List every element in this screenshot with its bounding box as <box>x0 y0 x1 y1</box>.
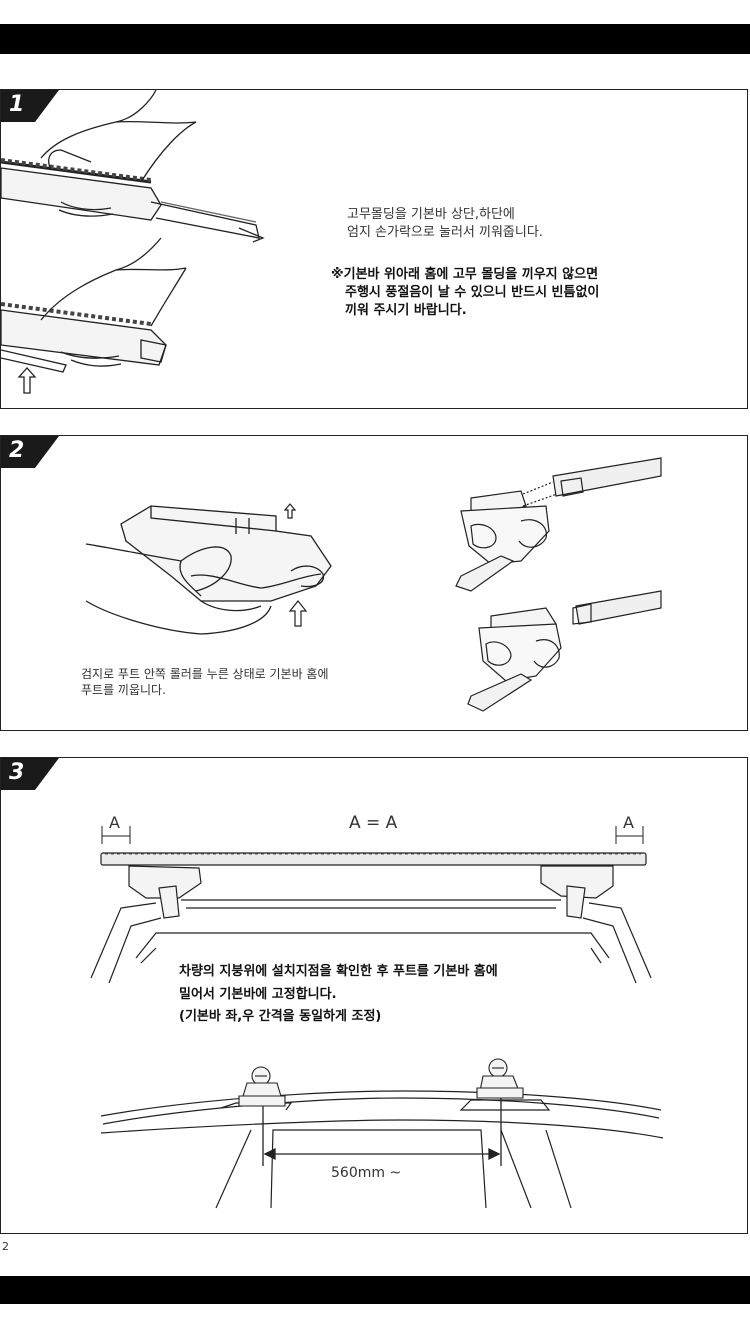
step-1-warning-line-2: 주행시 풍절음이 날 수 있으니 반드시 빈틈없이 <box>345 285 600 300</box>
dimension-a-left-label: A <box>109 813 120 832</box>
step-2-panel: 2 <box>0 435 748 731</box>
step-3-instruction-line-1: 차량의 지붕위에 설치지점을 확인한 후 푸트를 기본바 홈에 <box>179 964 498 979</box>
step-1-instruction-line-1: 고무몰딩을 기본바 상단,하단에 <box>347 207 515 222</box>
step-3-number: 3 <box>9 760 25 785</box>
step-1-warning-line-1: ※기본바 위아래 홈에 고무 몰딩을 끼우지 않으면 <box>331 267 599 282</box>
step-3-instruction-line-3: (기본바 좌,우 간격을 동일하게 조정) <box>179 1009 382 1024</box>
step-3-badge: 3 <box>1 758 59 790</box>
footer-bar <box>0 1276 750 1304</box>
step-2-instruction-line-1: 검지로 푸트 안쪽 롤러를 누른 상태로 기본바 홈에 <box>81 667 329 681</box>
step-2-up-arrow-large-icon <box>288 600 308 627</box>
step-2-illustration <box>85 457 662 712</box>
step-2-instruction-line-2: 푸트를 끼웁니다. <box>81 683 166 697</box>
step-1-number: 1 <box>9 92 25 117</box>
step-3-instruction-line-2: 밀어서 기본바에 고정합니다. <box>179 987 337 1002</box>
step-1-warning-line-3: 끼워 주시기 바랍니다. <box>345 303 467 318</box>
step-1-instruction-line-2: 엄지 손가락으로 눌러서 끼워줍니다. <box>347 225 543 240</box>
top-edge-strip <box>0 0 750 8</box>
distance-label: 560mm ~ <box>331 1165 402 1181</box>
step-2-number: 2 <box>9 438 25 463</box>
dimension-equation-label: A = A <box>349 813 398 833</box>
dimension-a-right-label: A <box>623 813 634 832</box>
step-3-illustration <box>90 826 664 1209</box>
step-1-illustration <box>1 90 265 394</box>
step-1-badge: 1 <box>1 90 59 122</box>
step-2-badge: 2 <box>1 436 59 468</box>
step-2-up-arrow-small-icon <box>283 503 297 519</box>
up-arrow-icon <box>17 367 37 394</box>
step-3-panel: 3 <box>0 757 748 1234</box>
page-number: 2 <box>2 1240 9 1253</box>
step-1-panel: 1 <box>0 89 748 409</box>
header-bar <box>0 24 750 54</box>
